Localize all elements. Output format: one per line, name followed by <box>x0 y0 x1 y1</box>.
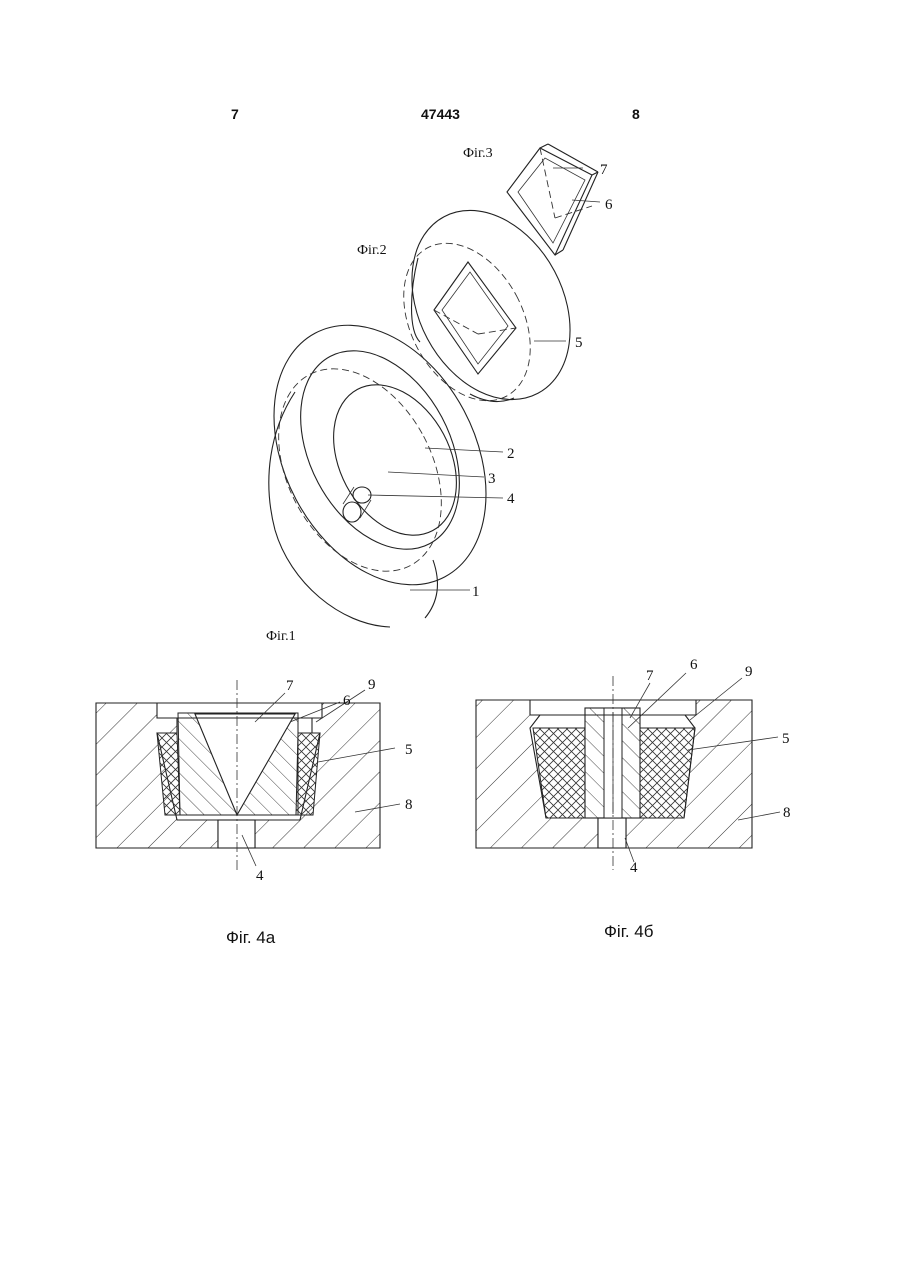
label-6-fig4a: 6 <box>343 693 351 709</box>
fig4a-caption: Фіг. 4а <box>226 928 276 947</box>
label-6-fig3: 6 <box>605 197 613 213</box>
label-5-fig4a: 5 <box>405 742 413 758</box>
fig3-insert <box>507 144 600 255</box>
label-7-fig3: 7 <box>600 162 608 178</box>
label-4-fig1: 4 <box>507 491 515 507</box>
label-2-fig1: 2 <box>507 446 515 462</box>
fig3-caption: Фіг.3 <box>463 146 493 161</box>
fig4b-section <box>476 673 780 870</box>
label-8-fig4a: 8 <box>405 797 413 813</box>
label-4-fig4b: 4 <box>630 860 638 876</box>
label-5-fig2: 5 <box>575 335 583 351</box>
fig2-caption: Фіг.2 <box>357 243 387 258</box>
label-7-fig4b: 7 <box>646 668 654 684</box>
label-9-fig4a: 9 <box>368 677 376 693</box>
fig4a-section <box>96 680 400 872</box>
label-3-fig1: 3 <box>488 471 496 487</box>
label-6-fig4b: 6 <box>690 657 698 673</box>
label-9-fig4b: 9 <box>745 664 753 680</box>
label-4-fig4a: 4 <box>256 868 264 884</box>
fig2-disc <box>378 183 601 427</box>
label-7-fig4a: 7 <box>286 678 294 694</box>
label-5-fig4b: 5 <box>782 731 790 747</box>
fig1-caption: Фіг.1 <box>266 629 296 644</box>
label-1-fig1: 1 <box>472 584 480 600</box>
fig4b-caption: Фіг. 4б <box>604 922 654 941</box>
label-8-fig4b: 8 <box>783 805 791 821</box>
fig1-body <box>231 289 528 627</box>
